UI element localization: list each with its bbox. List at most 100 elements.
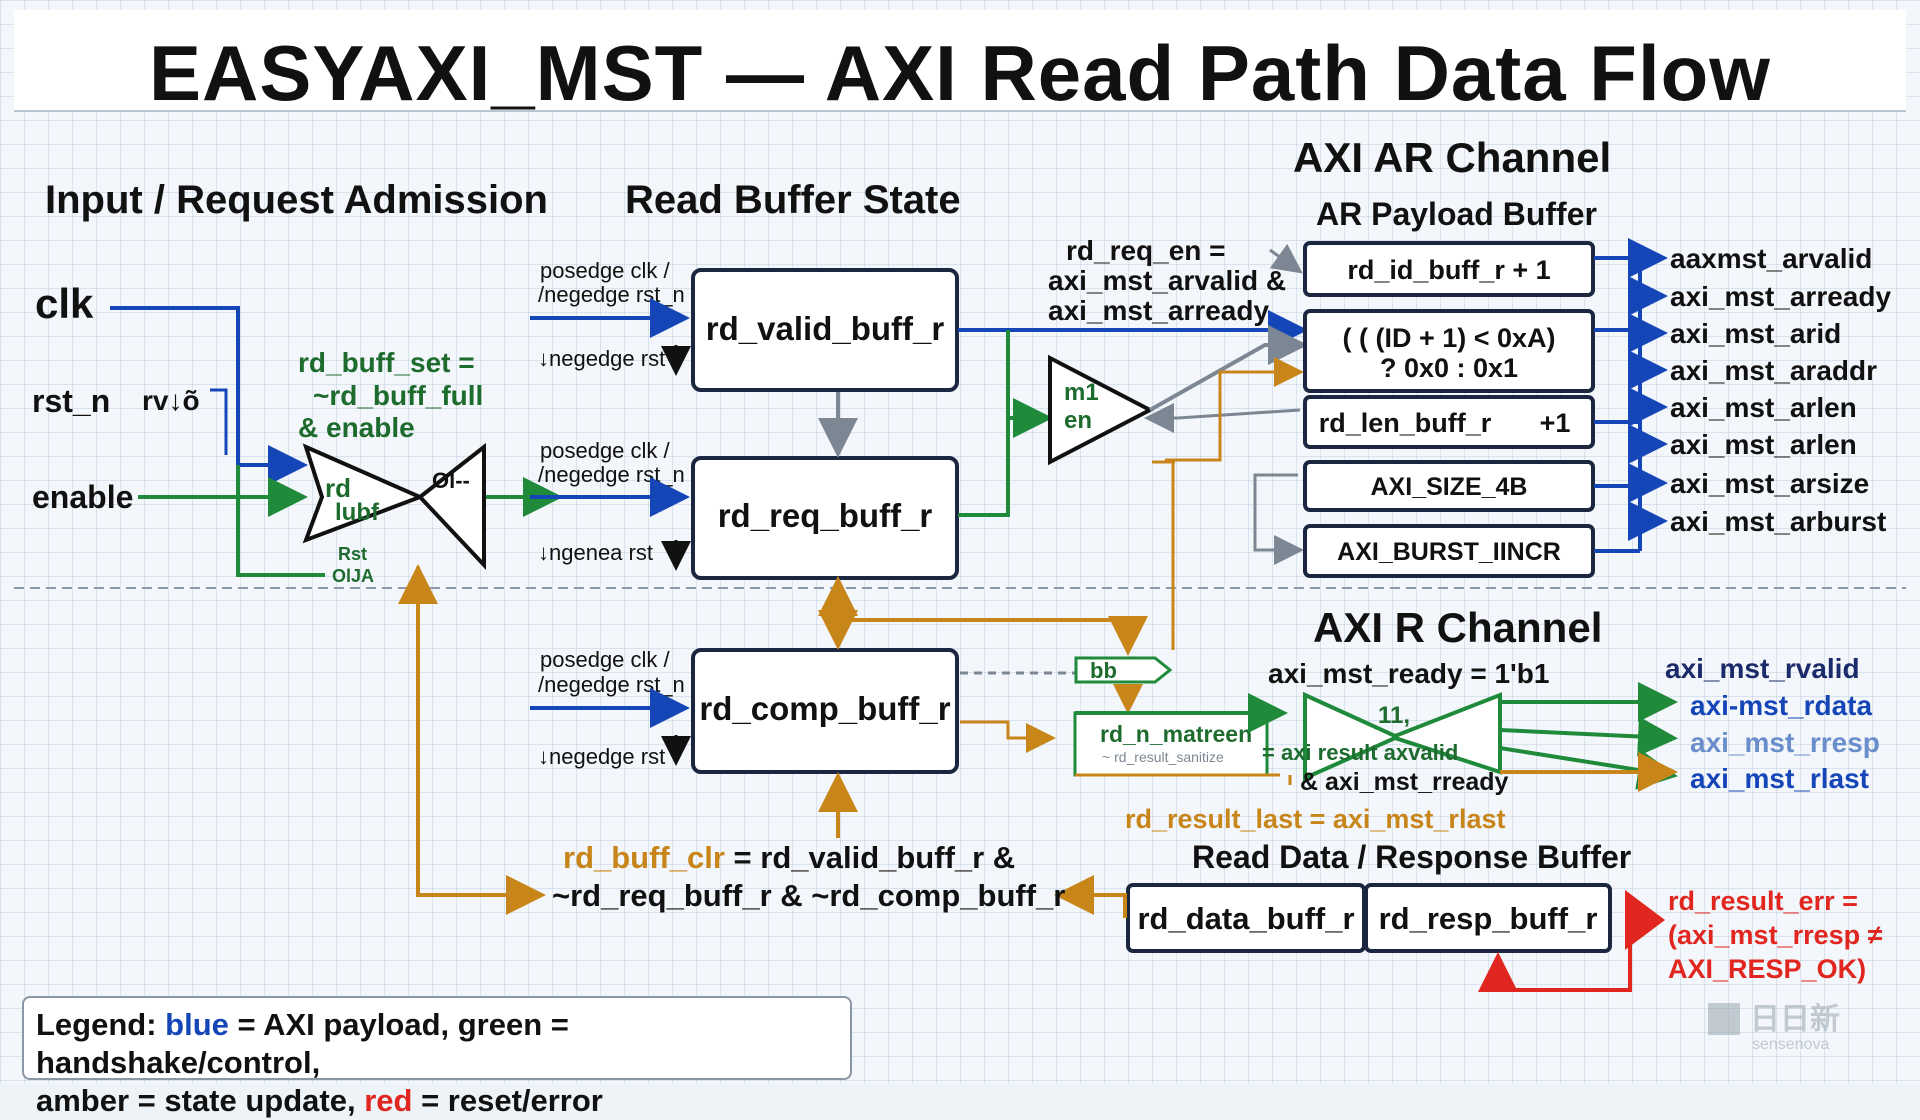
tri-out-wire xyxy=(1149,325,1308,412)
legend-blue: blue xyxy=(165,1007,229,1042)
clock-label-valid: posedge clk / /negedge rst_n ↓negedge rs… xyxy=(530,258,691,376)
ar-calc-line2: ? 0x0 : 0x1 xyxy=(1380,353,1518,383)
mux-label-rd: rd xyxy=(325,473,351,503)
svg-text:/negedge rst_n: /negedge rst_n xyxy=(538,672,685,697)
rd-en-label: rd_n_matreen xyxy=(1100,721,1252,747)
legend-line1-rest: = AXI payload, green = handshake/control… xyxy=(36,1007,569,1080)
svg-text:sensenova: sensenova xyxy=(1752,1036,1829,1053)
clk-wire xyxy=(110,306,308,485)
heading-input: Input / Request Admission xyxy=(45,178,548,222)
set-eq-line1: rd_buff_set = xyxy=(298,347,475,378)
legend-line2-start: amber = state update, xyxy=(36,1083,365,1118)
error-triangle xyxy=(1625,890,1665,950)
sensenova-watermark: 日日新 sensenova xyxy=(1708,1003,1840,1053)
rd-data-buff-label: rd_data_buff_r xyxy=(1137,901,1354,936)
input-clk: clk xyxy=(35,280,94,327)
ar-output-bus xyxy=(1594,256,1650,553)
ar-calc-line1: ( ( (ID + 1) < 0xA) xyxy=(1342,323,1555,353)
rd-req-buff-label: rd_req_buff_r xyxy=(718,497,933,534)
data-to-clr-wire xyxy=(1054,875,1127,918)
ar-len-label: rd_len_buff_r xyxy=(1319,408,1492,438)
ar-output-signal: axi_mst_arsize xyxy=(1670,468,1869,499)
error-loop-wire xyxy=(1478,920,1632,992)
mux-label-lubf: lubf xyxy=(335,499,380,526)
rd-resp-buff-box xyxy=(1364,883,1612,953)
tri-label-en: en xyxy=(1064,407,1092,434)
enable-triangle xyxy=(1048,354,1155,466)
rd-valid-buff-box xyxy=(691,268,959,392)
legend-prefix: Legend: xyxy=(36,1007,166,1042)
ar-output-signal: axi_mst_arready xyxy=(1670,281,1891,312)
ar-id-box xyxy=(1303,241,1595,297)
r-result-eq1: = axi result axvalid xyxy=(1262,740,1458,765)
ar-output-signal: axi_mst_araddr xyxy=(1670,355,1877,386)
err-eq-line3: AXI_RESP_OK) xyxy=(1668,954,1866,984)
svg-text:posedge clk /: posedge clk / xyxy=(540,258,671,283)
svg-text:↓negedge rst: ↓negedge rst xyxy=(538,346,665,371)
rst-wire xyxy=(210,388,228,455)
tri-label-m1: m1 xyxy=(1064,379,1099,406)
set-eq-line2: ~rd_buff_full xyxy=(313,380,483,411)
svg-text:posedge clk /: posedge clk / xyxy=(540,647,671,672)
set-mux-left xyxy=(302,443,426,544)
title-bar: EASYAXI_MST — AXI Read Path Data Flow xyxy=(14,10,1906,117)
rd-resp-buff-label: rd_resp_buff_r xyxy=(1379,901,1598,936)
r-output-signal: axi_mst_rresp xyxy=(1690,727,1880,758)
rd-en-sub: ~ rd_result_sanitize xyxy=(1102,749,1224,765)
req-eq-line3: axi_mst_arready xyxy=(1048,295,1269,326)
svg-text:↓negedge rst: ↓negedge rst xyxy=(538,744,665,769)
heading-r-channel: AXI R Channel xyxy=(1313,604,1602,651)
bb-amber-wire xyxy=(838,616,1148,656)
r-last-eq: rd_result_last = axi_mst_rlast xyxy=(1125,804,1505,834)
ar-size-box xyxy=(1303,460,1595,512)
rd-comp-buff-label: rd_comp_buff_r xyxy=(699,690,950,727)
bb-label: bb xyxy=(1090,658,1117,683)
ar-output-signal: axi_mst_arid xyxy=(1670,318,1841,349)
ar-output-signal: axi_mst_arlen xyxy=(1670,429,1857,460)
bb-tag xyxy=(1074,656,1173,684)
ar-id-label: rd_id_buff_r + 1 xyxy=(1347,255,1550,285)
ar-burst-label: AXI_BURST_IINCR xyxy=(1337,538,1561,566)
clr-eq-line2: ~rd_req_buff_r & ~rd_comp_buff_r xyxy=(552,878,1065,913)
heading-response-buffer: Read Data / Response Buffer xyxy=(1192,839,1631,875)
clock-label-req: posedge clk / /negedge rst_n ↓ngenea rst xyxy=(530,438,691,571)
r-result-eq2: & axi_mst_rready xyxy=(1300,768,1509,796)
data-flow-diagram: Input / Request Admission Read Buffer St… xyxy=(14,134,1906,992)
set-mux-right xyxy=(417,442,486,571)
clr-eq-line1: rd_buff_clr = rd_valid_buff_r & xyxy=(563,840,1015,875)
ar-output-signal: aaxmst_arvalid xyxy=(1670,243,1872,274)
req-eq-line2: axi_mst_arvalid & xyxy=(1048,265,1286,296)
r-mux-label: 11, xyxy=(1378,702,1410,729)
heading-buffer-state: Read Buffer State xyxy=(625,178,961,222)
set-eq-line3: & enable xyxy=(298,412,415,443)
ar-output-signal: axi_mst_arlen xyxy=(1670,392,1857,423)
ar-output-signals: aaxmst_arvalid axi_mst_arready axi_mst_ari… xyxy=(1628,238,1891,541)
page-title: EASYAXI_MST — AXI Read Path Data Flow xyxy=(149,29,1771,117)
req-eq-line1: rd_req_en = xyxy=(1066,235,1226,266)
input-enable: enable xyxy=(32,479,133,515)
ar-burst-box xyxy=(1303,524,1595,578)
rd-en-box xyxy=(1073,711,1269,777)
svg-text:↓ngenea rst: ↓ngenea rst xyxy=(538,540,653,565)
svg-text:日日新: 日日新 xyxy=(1750,1003,1840,1036)
r-output-signal: axi-mst_rdata xyxy=(1690,690,1873,721)
ar-len-box xyxy=(1303,395,1595,449)
r-ready-eq: axi_mst_ready = 1'b1 xyxy=(1268,658,1549,689)
r-output-signal: axi_mst_rlast xyxy=(1690,763,1869,794)
err-eq-line1: rd_result_err = xyxy=(1668,886,1858,916)
enable-bypass-wire xyxy=(236,465,325,577)
heading-ar-channel: AXI AR Channel xyxy=(1293,134,1611,181)
mux-label-olja: OlJA xyxy=(332,566,374,586)
r-output-signal: axi_mst_rvalid xyxy=(1665,653,1860,684)
svg-text:posedge clk /: posedge clk / xyxy=(540,438,671,463)
err-eq-line2: (axi_mst_rresp ≠ xyxy=(1668,920,1883,950)
legend-box: Legend: blue = AXI payload, green = hand… xyxy=(22,996,852,1118)
r-output-signals: axi_mst_rvalid axi-mst_rdata axi_mst_rresp… xyxy=(1665,653,1880,794)
ar-output-signal: axi_mst_arburst xyxy=(1670,506,1886,537)
rd-valid-buff-label: rd_valid_buff_r xyxy=(706,310,945,347)
clock-label-comp: posedge clk / /negedge rst_n ↓negedge rs… xyxy=(530,647,691,769)
svg-text:/negedge rst_n: /negedge rst_n xyxy=(538,462,685,487)
legend-red: red xyxy=(364,1083,413,1118)
ar-size-label: AXI_SIZE_4B xyxy=(1370,473,1527,501)
